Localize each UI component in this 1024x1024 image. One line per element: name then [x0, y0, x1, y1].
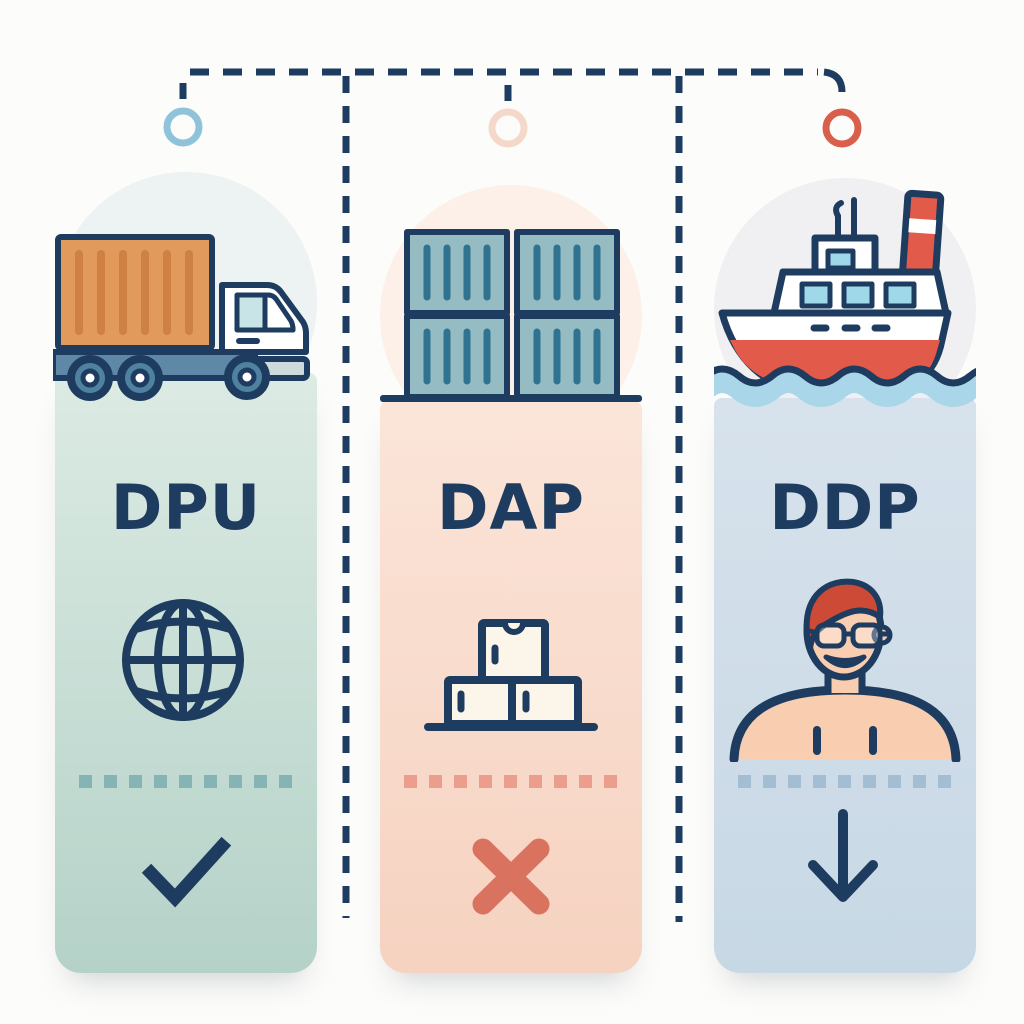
dotted-divider-dpu	[79, 775, 293, 788]
cargo-containers-icon	[404, 229, 620, 400]
check-icon	[141, 836, 232, 908]
card-dpu: DPU	[53, 172, 317, 973]
truck-icon	[53, 234, 310, 401]
peach-circle-node	[488, 108, 528, 148]
buyer-person-icon	[729, 578, 961, 762]
quay-ground-line	[380, 395, 642, 402]
x-icon	[472, 838, 550, 915]
connector-right-corner	[823, 68, 846, 93]
dotted-divider-dap	[404, 775, 618, 788]
ship-icon	[718, 189, 952, 393]
card-dap: DAP	[380, 172, 642, 973]
card-title-dpu: DPU	[110, 471, 262, 544]
delivery-boxes-icon	[424, 619, 598, 731]
card-title-ddp: DDP	[769, 471, 921, 544]
dotted-divider-ddp	[738, 775, 952, 788]
arrow-down-icon	[808, 809, 878, 902]
globe-icon	[122, 599, 244, 721]
red-circle-node	[822, 108, 862, 148]
card-title-dap: DAP	[437, 471, 585, 544]
card-ddp: DDP	[714, 172, 976, 973]
waterline-wave	[714, 365, 976, 407]
blue-circle-node	[163, 107, 203, 147]
